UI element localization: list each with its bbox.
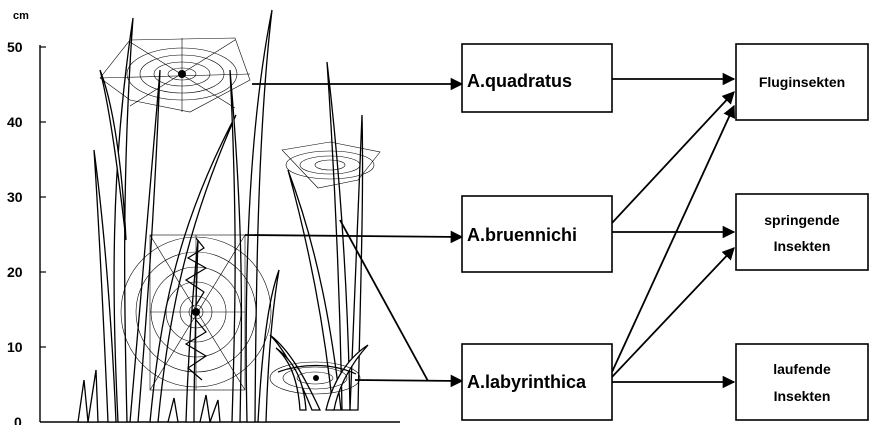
spider-labyrinthica-icon (313, 375, 319, 381)
spider-label-quadratus: A.quadratus (467, 71, 572, 91)
spider-label-labyrinthica: A.labyrinthica (467, 372, 587, 392)
arrow-web-to-labyrinthica (355, 380, 462, 381)
arrow-web-to-bruennichi (245, 235, 462, 237)
arrow-bruennichi-to-flug (612, 92, 734, 223)
prey-label-lauf-line2: Insekten (774, 388, 831, 404)
spider-box-labyrinthica: A.labyrinthica (462, 344, 612, 420)
scale-ticks (40, 47, 46, 347)
scale-tick-0: 0 (14, 414, 22, 425)
scale-tick-50: 50 (7, 39, 23, 55)
prey-box-spring: springende Insekten (736, 194, 868, 270)
web-upper-right (282, 142, 380, 188)
spider-box-quadratus: A.quadratus (462, 44, 612, 112)
prey-label-lauf-line1: laufende (773, 361, 831, 377)
spider-label-bruennichi: A.bruennichi (467, 225, 577, 245)
prey-box-lauf: laufende Insekten (736, 344, 868, 420)
arrow-labyrinthica-to-flug (612, 106, 734, 372)
prey-label-flug: Fluginsekten (759, 74, 845, 90)
grass-illustration (78, 10, 368, 422)
spider-bruennichi-icon (192, 308, 200, 316)
scale-tick-30: 30 (7, 189, 23, 205)
scale-tick-40: 40 (7, 114, 23, 130)
scale-tick-10: 10 (7, 339, 23, 355)
scale-unit-label: cm (13, 10, 29, 22)
prey-box-flug: Fluginsekten (736, 44, 868, 120)
scale-tick-20: 20 (7, 264, 23, 280)
arrow-labyrinthica-to-spring (612, 248, 734, 377)
prey-label-spring-line1: springende (764, 212, 840, 228)
spider-box-bruennichi: A.bruennichi (462, 196, 612, 272)
spider-quadratus-icon (178, 70, 186, 78)
prey-label-spring-line2: Insekten (774, 238, 831, 254)
